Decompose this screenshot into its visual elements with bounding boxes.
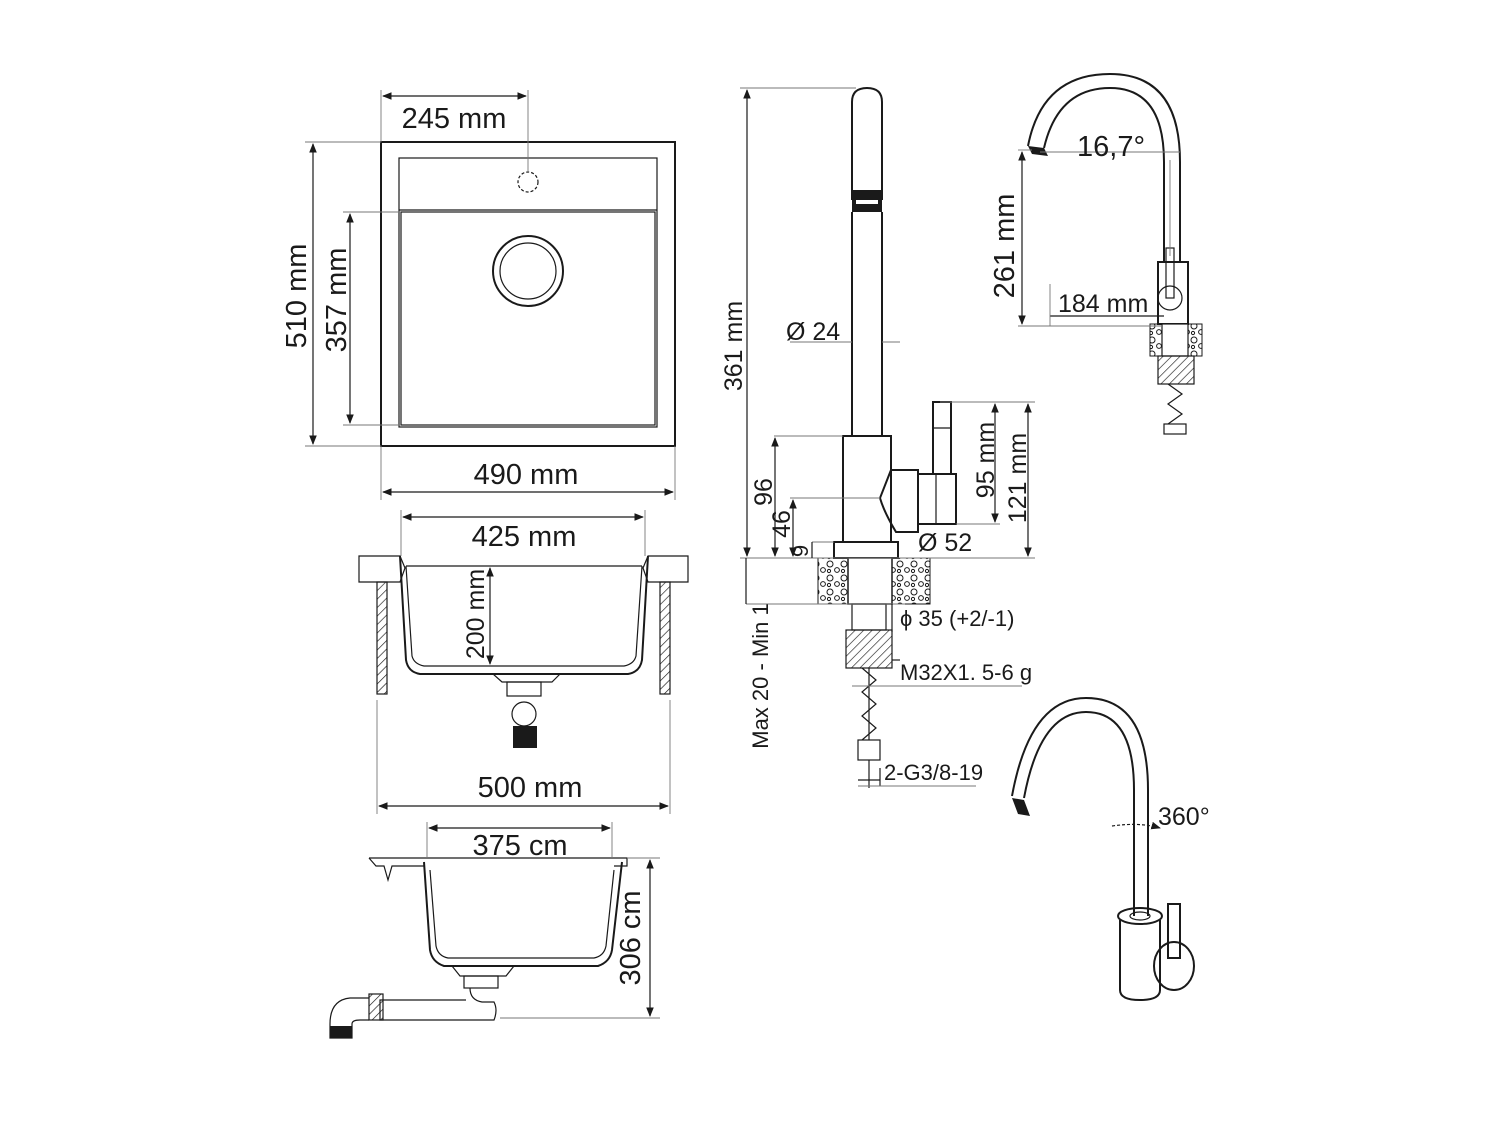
lever-top-label: 121 mm: [1004, 433, 1032, 523]
mount-thread-label: M32X1. 5-6 g: [900, 660, 1032, 685]
total-height-label: 361 mm: [720, 301, 748, 391]
handle-height-label: 95 mm: [972, 422, 1000, 498]
spout-diameter-label: Ø 24: [786, 318, 840, 346]
sink-top-view: 245 mm 510 mm 357 mm 490 mm: [281, 90, 676, 500]
sink-front-section: 425 mm 200 mm 500 mm: [358, 510, 689, 814]
hose-thread-label: 2-G3/8-19: [884, 760, 983, 785]
dim-9-label: 9: [788, 545, 813, 557]
faucet-perspective-view: 360°: [1011, 696, 1210, 1002]
tap-offset-label: 245 mm: [402, 103, 507, 135]
spout-height-label: 261 mm: [989, 194, 1021, 299]
thread-diameter-label: ϕ 35 (+2/-1): [900, 606, 1014, 631]
faucet-side-view: 16,7° 261 mm 184 mm: [989, 72, 1203, 435]
width-label: 490 mm: [474, 459, 579, 491]
dim-96-label: 96: [750, 478, 778, 506]
dim-46-label: 46: [768, 510, 796, 538]
spout-angle-label: 16,7°: [1077, 131, 1145, 163]
counter-thickness-label: Max 20 - Min 1: [748, 603, 773, 749]
body-diameter-label: Ø 52: [918, 529, 972, 557]
reach-label: 184 mm: [1058, 290, 1148, 318]
faucet-front-view: 361 mm Ø 24 96 46 9 95 mm 121 mm Ø 52 ϕ …: [720, 86, 1035, 788]
tap-hole: [517, 171, 539, 193]
drain-outer: [492, 235, 564, 307]
bowl-height-label: 357 mm: [321, 248, 353, 353]
bowl-width-label: 425 mm: [472, 521, 577, 553]
cabinet-wall-left: [376, 581, 388, 695]
cabinet-width-label: 500 mm: [478, 772, 583, 804]
side-bowl-width-label: 375 cm: [472, 830, 567, 862]
depth-label: 200 mm: [462, 569, 490, 659]
sink-side-section: 375 cm 306 cm: [329, 822, 660, 1039]
drain-inner: [499, 242, 557, 300]
height-label: 510 mm: [281, 244, 313, 349]
side-height-label: 306 cm: [615, 890, 647, 985]
cabinet-wall-right: [659, 581, 671, 695]
rotation-label: 360°: [1158, 803, 1210, 831]
